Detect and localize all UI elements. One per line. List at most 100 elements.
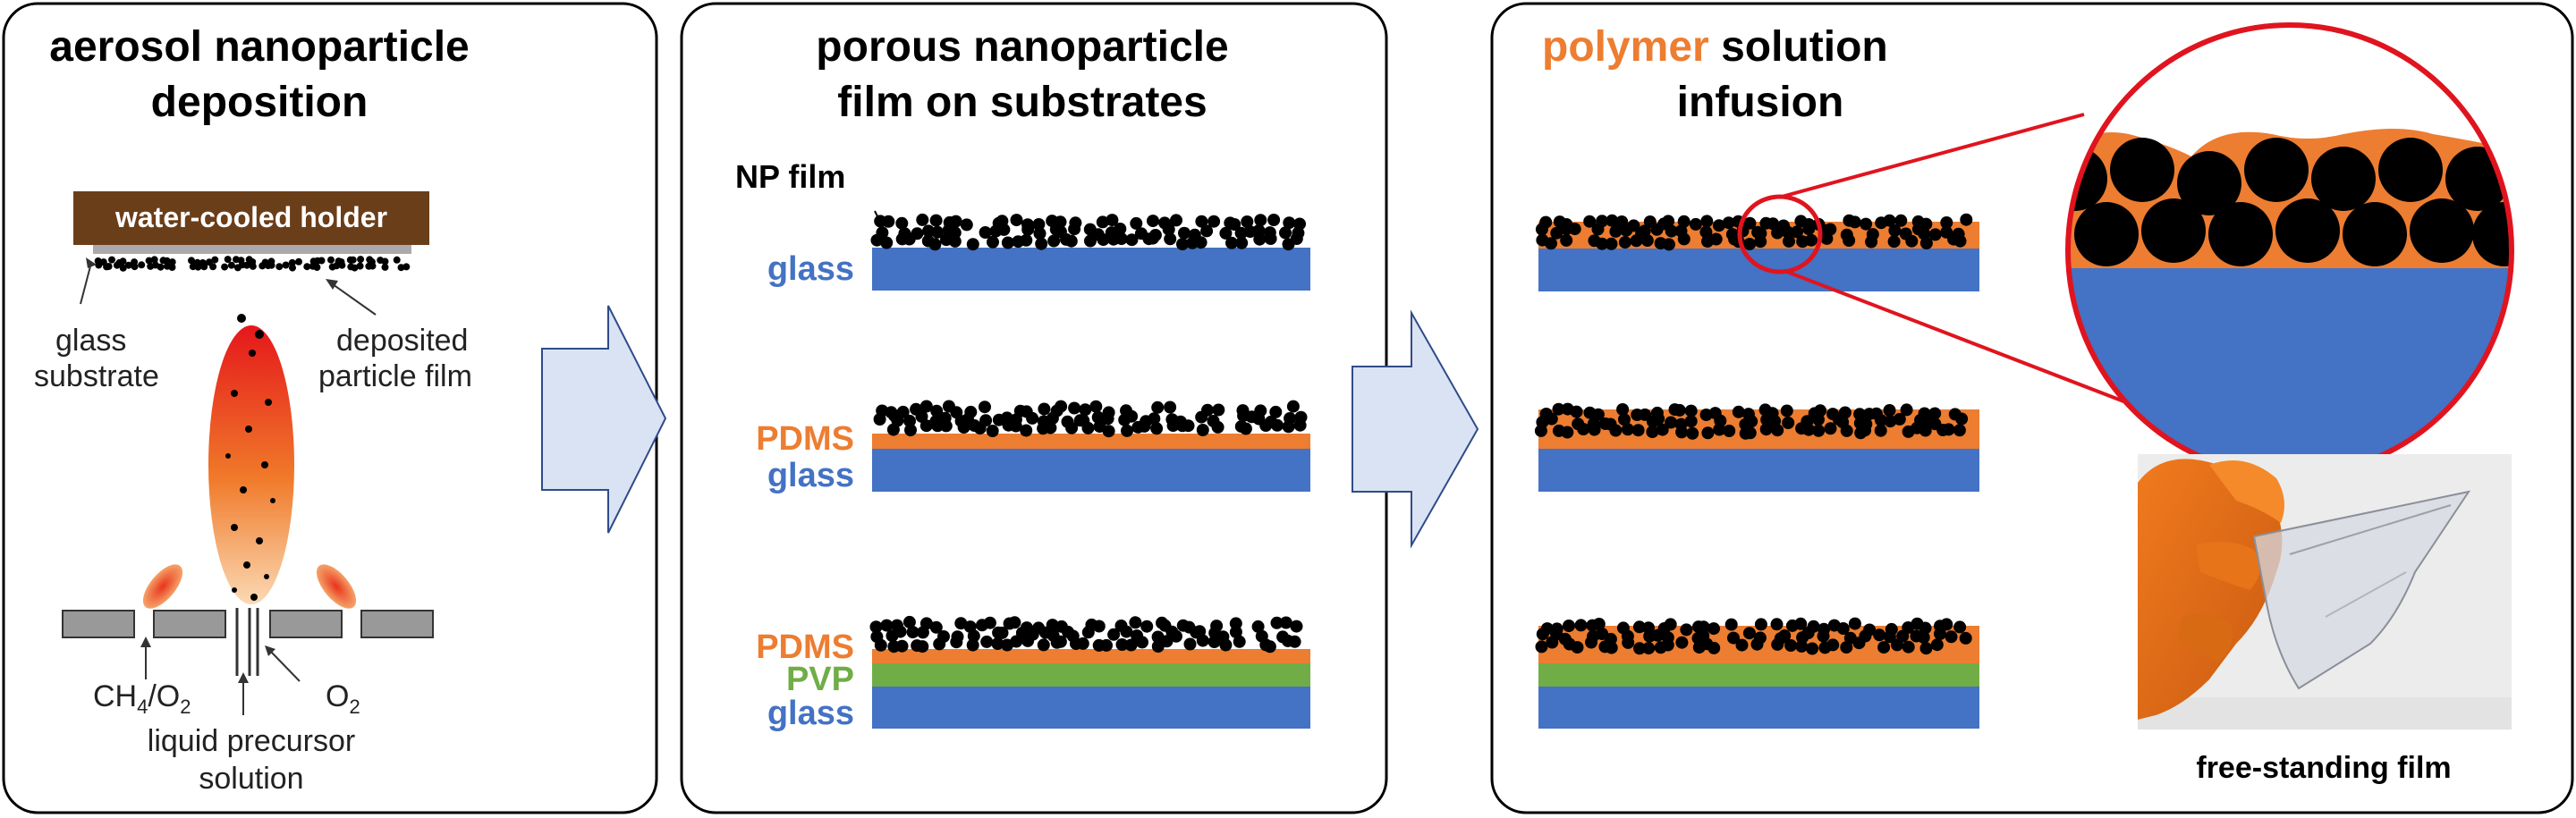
flame-particle (256, 537, 263, 544)
nanoparticle (1840, 228, 1853, 241)
nanoparticle (1708, 407, 1722, 420)
nanoparticle (288, 258, 296, 266)
nanoparticle (1279, 616, 1292, 629)
np-film-infused-1 (1535, 213, 1973, 251)
nanoparticle (1917, 631, 1930, 644)
nanoparticle (1697, 620, 1710, 634)
nanoparticle (1642, 642, 1656, 655)
photo-caption: free-standing film (2196, 751, 2451, 785)
zoomed-nanoparticle (2410, 198, 2474, 263)
nanoparticle (1591, 408, 1605, 421)
label-liquid-precursor: liquid precursor (148, 724, 355, 758)
nanoparticle (1195, 215, 1208, 228)
nanoparticle (1919, 621, 1932, 635)
nanoparticle (1212, 403, 1225, 417)
burner (62, 608, 434, 676)
nanoparticle (1178, 226, 1191, 240)
nanoparticle (1561, 426, 1574, 439)
nanoparticle (1114, 223, 1127, 235)
nanoparticle (108, 256, 115, 264)
nanoparticle (1699, 225, 1713, 239)
nanoparticle (1008, 616, 1021, 629)
nanoparticle (979, 226, 992, 239)
nanoparticle (1743, 238, 1757, 250)
nanoparticle (1940, 618, 1953, 631)
nanoparticle (1276, 630, 1290, 644)
nanoparticle (224, 256, 232, 264)
label-glass: glass (767, 250, 854, 288)
nanoparticle (313, 264, 321, 271)
nanoparticle (221, 263, 229, 271)
nanoparticle (1038, 402, 1051, 416)
nanoparticle (1662, 215, 1675, 228)
deposited-particle-film (94, 256, 411, 272)
nanoparticle (1267, 214, 1281, 226)
nanoparticle (349, 256, 357, 264)
nanoparticle (1294, 410, 1308, 424)
nanoparticle (1783, 234, 1795, 248)
nanoparticle (1255, 629, 1268, 643)
label-glass: glass (55, 324, 126, 358)
nanoparticle (1700, 215, 1714, 228)
nanoparticle (1286, 400, 1300, 413)
nanoparticle (1552, 402, 1565, 416)
nanoparticle (1140, 620, 1154, 633)
nanoparticle (1605, 237, 1618, 250)
flame-particle (249, 350, 256, 357)
nanoparticle (243, 261, 250, 269)
label-o2: O2 (326, 679, 360, 718)
nanoparticle (1207, 415, 1220, 427)
nanoparticle (1642, 621, 1655, 635)
nanoparticle (869, 620, 883, 634)
nanoparticle (1263, 640, 1276, 654)
nanoparticle (1558, 632, 1572, 645)
nanoparticle (964, 405, 978, 418)
flame-particle (225, 453, 231, 459)
nanoparticle (1919, 642, 1933, 655)
nanoparticle (1265, 415, 1277, 428)
nanoparticle (1650, 406, 1664, 419)
nanoparticle (1780, 404, 1793, 417)
nanoparticle (1020, 424, 1033, 437)
nanoparticle (267, 257, 275, 266)
nanoparticle (1638, 224, 1651, 238)
nanoparticle (1838, 406, 1852, 419)
nanoparticle (1604, 417, 1617, 431)
nanoparticle (1136, 636, 1148, 649)
nanoparticle (1894, 214, 1908, 227)
nanoparticle (1254, 404, 1267, 417)
nanoparticle (1160, 635, 1174, 648)
nanoparticle (1727, 631, 1740, 645)
nanoparticle (1707, 641, 1721, 654)
nanoparticle (1130, 216, 1143, 230)
nanoparticle (1928, 417, 1942, 431)
nanoparticle (1254, 214, 1267, 227)
pvp-layer (872, 663, 1310, 687)
nanoparticle (1801, 415, 1814, 428)
nanoparticle (1791, 225, 1803, 239)
nanoparticle (1574, 619, 1588, 632)
nanoparticle (1900, 403, 1913, 417)
nanoparticle (1096, 215, 1109, 229)
nanoparticle (1722, 216, 1735, 230)
nanoparticle (1883, 404, 1896, 417)
glass-layer (872, 248, 1310, 291)
nanoparticle (1021, 218, 1034, 232)
nanoparticle (131, 258, 139, 266)
nanoparticle (1193, 625, 1207, 638)
nanoparticle (1656, 423, 1669, 436)
zoom-line-bottom (1786, 270, 2139, 409)
nanoparticle (1201, 403, 1214, 417)
nanoparticle (1802, 218, 1816, 231)
arrow-right-1 (541, 305, 667, 534)
nanoparticle (895, 216, 909, 230)
nanoparticle (1848, 215, 1861, 229)
nanoparticle (1239, 422, 1252, 435)
np-film-infused-3 (1535, 617, 1972, 655)
panel-aerosol-deposition: aerosol nanoparticle deposition water-co… (2, 2, 658, 814)
nanoparticle (1054, 635, 1067, 648)
nanoparticle (1570, 405, 1583, 418)
nanoparticle (963, 620, 977, 634)
nanoparticle (1662, 238, 1675, 251)
nanoparticle (145, 257, 153, 265)
